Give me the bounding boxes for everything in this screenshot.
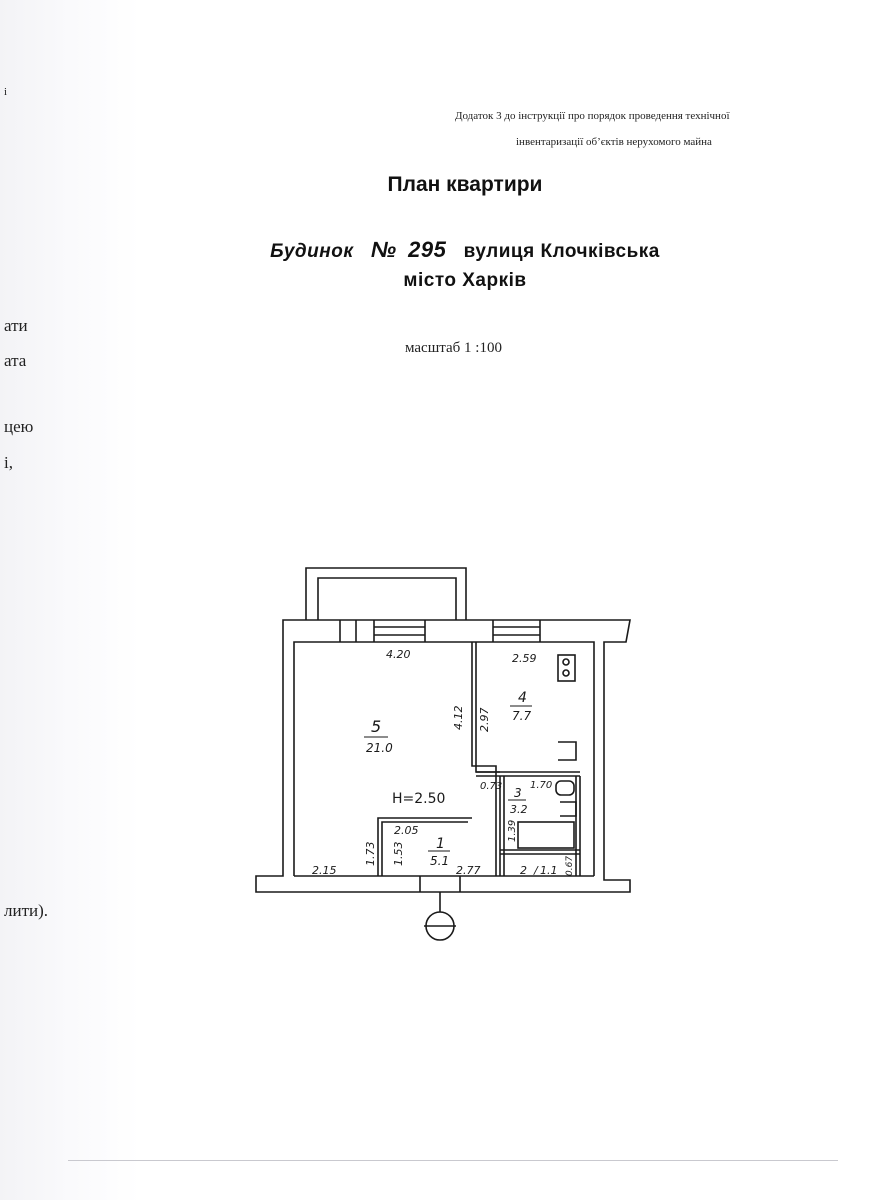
dimension-label: 4.20 bbox=[386, 648, 411, 661]
dimension-label: 2.97 bbox=[478, 708, 491, 733]
margin-fragment: цею bbox=[4, 417, 34, 436]
toilet-icon bbox=[555, 780, 575, 796]
street-name: вулиця Клочківська bbox=[463, 241, 660, 262]
outer-walls bbox=[255, 619, 631, 893]
room-area: 3.2 bbox=[510, 803, 528, 816]
room-number: 5 bbox=[371, 717, 381, 736]
bathtub-icon bbox=[517, 821, 575, 849]
balcony-inner bbox=[317, 577, 457, 620]
room-number: 3 bbox=[514, 786, 522, 800]
page-title: План квартири bbox=[387, 173, 543, 196]
ceiling-height-note: H=2.50 bbox=[392, 791, 445, 807]
bottom-rule bbox=[68, 1160, 838, 1161]
dimension-label: 0.67 bbox=[565, 856, 575, 876]
stove-icon bbox=[557, 654, 576, 682]
window-room-5 bbox=[339, 620, 426, 642]
room-area: 7.7 bbox=[512, 709, 531, 723]
room-number: 2 bbox=[520, 864, 527, 877]
margin-fragment: ата bbox=[4, 351, 27, 370]
svg-text:/: / bbox=[533, 864, 539, 877]
dimension-label: 0.73 bbox=[480, 781, 502, 792]
room-area: 1.1 bbox=[540, 864, 558, 877]
dimension-label: 1.53 bbox=[392, 842, 405, 867]
partition-room5-room4 bbox=[471, 642, 497, 876]
appendix-line-2: інвентаризації об’єктів нерухомого майна bbox=[516, 136, 712, 148]
partition-double bbox=[475, 642, 500, 773]
dimension-label: 1.39 bbox=[507, 820, 518, 842]
house-number: 295 bbox=[408, 237, 447, 262]
appendix-line-1: Додаток 3 до інструкції про порядок пров… bbox=[455, 110, 730, 122]
margin-fragment: лити). bbox=[4, 901, 49, 920]
margin-fragment: і, bbox=[4, 453, 13, 472]
house-label: Будинок bbox=[270, 241, 354, 262]
room-area: 21.0 bbox=[366, 741, 393, 755]
balcony-outline bbox=[305, 567, 467, 620]
margin-fragment: ати bbox=[4, 316, 28, 335]
dimension-label: 2.59 bbox=[512, 652, 537, 665]
dimension-label: 1.73 bbox=[364, 842, 377, 867]
washbasin-icon bbox=[560, 801, 577, 817]
inner-wall-face bbox=[293, 641, 595, 876]
margin-fragment: і bbox=[4, 86, 8, 98]
room-number: 4 bbox=[518, 690, 527, 706]
corridor-wall bbox=[377, 817, 472, 876]
dimension-label: 2.15 bbox=[312, 864, 337, 877]
dimension-label: 1.70 bbox=[530, 780, 552, 791]
number-sign: № bbox=[370, 237, 397, 262]
dimension-label: 2.77 bbox=[456, 864, 481, 877]
scale-label: масштаб 1 :100 bbox=[405, 340, 502, 356]
kitchen-sink-icon bbox=[558, 741, 577, 761]
city-name: місто Харків bbox=[403, 270, 527, 291]
window-room-4 bbox=[492, 620, 541, 642]
dimension-label: 2.05 bbox=[394, 824, 419, 837]
room-number: 1 bbox=[436, 836, 445, 852]
address-line-1: Будинок № 295 вулиця Клочківська bbox=[0, 237, 872, 263]
dimension-label: 4.12 bbox=[452, 706, 465, 731]
room-area: 5.1 bbox=[430, 854, 449, 868]
